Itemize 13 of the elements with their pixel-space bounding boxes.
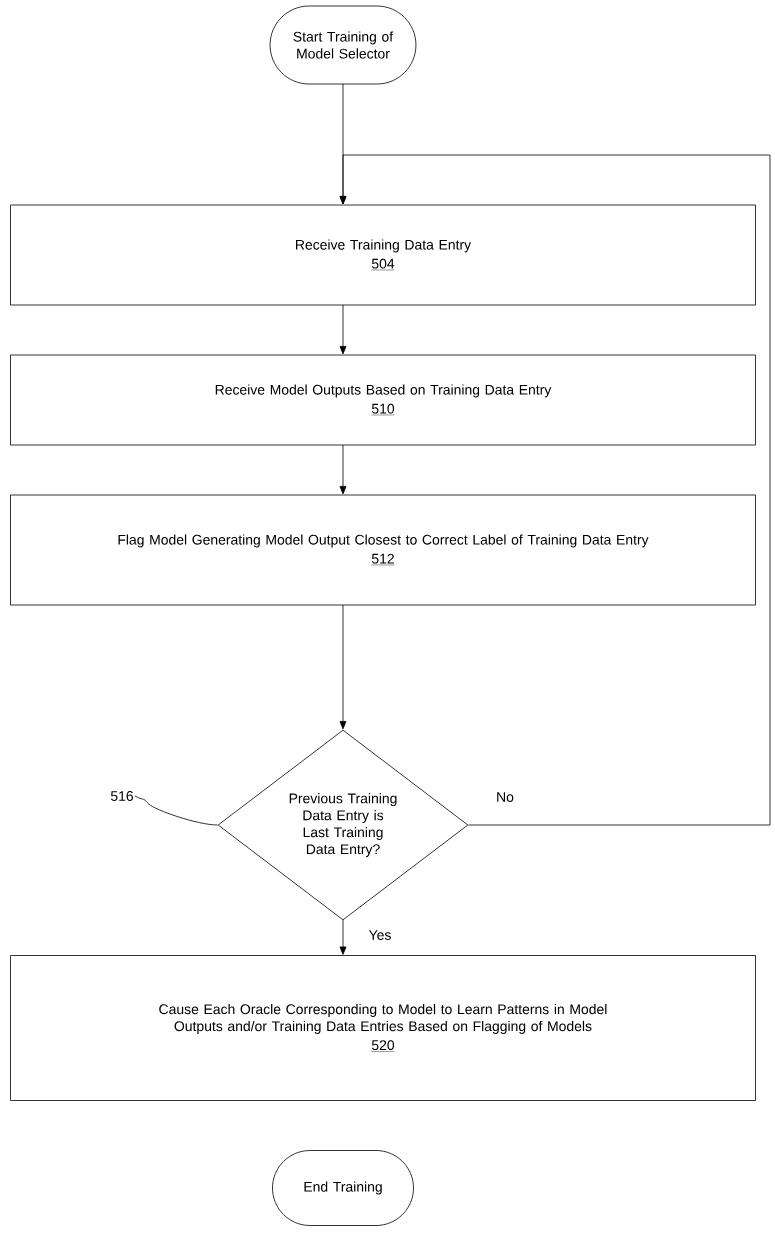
callout-number: 516	[110, 791, 133, 801]
arrow	[339, 919, 347, 955]
arrow	[339, 444, 347, 495]
process-box: Cause Each Oracle Corresponding to Model to Learn Patterns in Model Outputs and/or Training Data Entries Based on Flagging of Models 520	[10, 955, 756, 1101]
process-box: Flag Model Generating Model Output Closest to Correct Label of Training Data Entry 512	[10, 494, 756, 606]
edge-label: No	[495, 791, 515, 803]
edge-label: Yes	[367, 929, 393, 941]
arrow	[339, 154, 771, 826]
arrow	[339, 304, 347, 355]
process-box: Receive Model Outputs Based on Training Data Entry 510	[10, 354, 756, 446]
process-box: Receive Training Data Entry 504	[10, 204, 756, 306]
leader-line	[134, 795, 218, 826]
arrow	[339, 604, 347, 730]
